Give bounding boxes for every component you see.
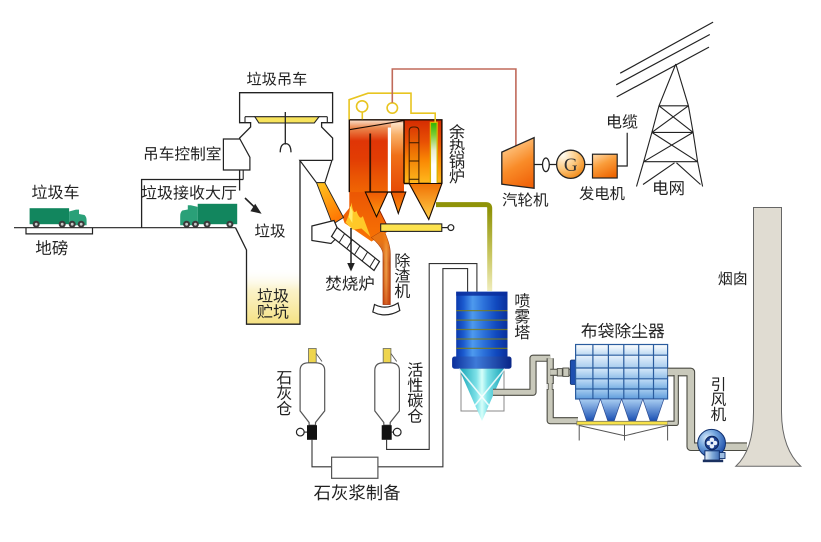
svg-text:G: G [564,155,578,176]
